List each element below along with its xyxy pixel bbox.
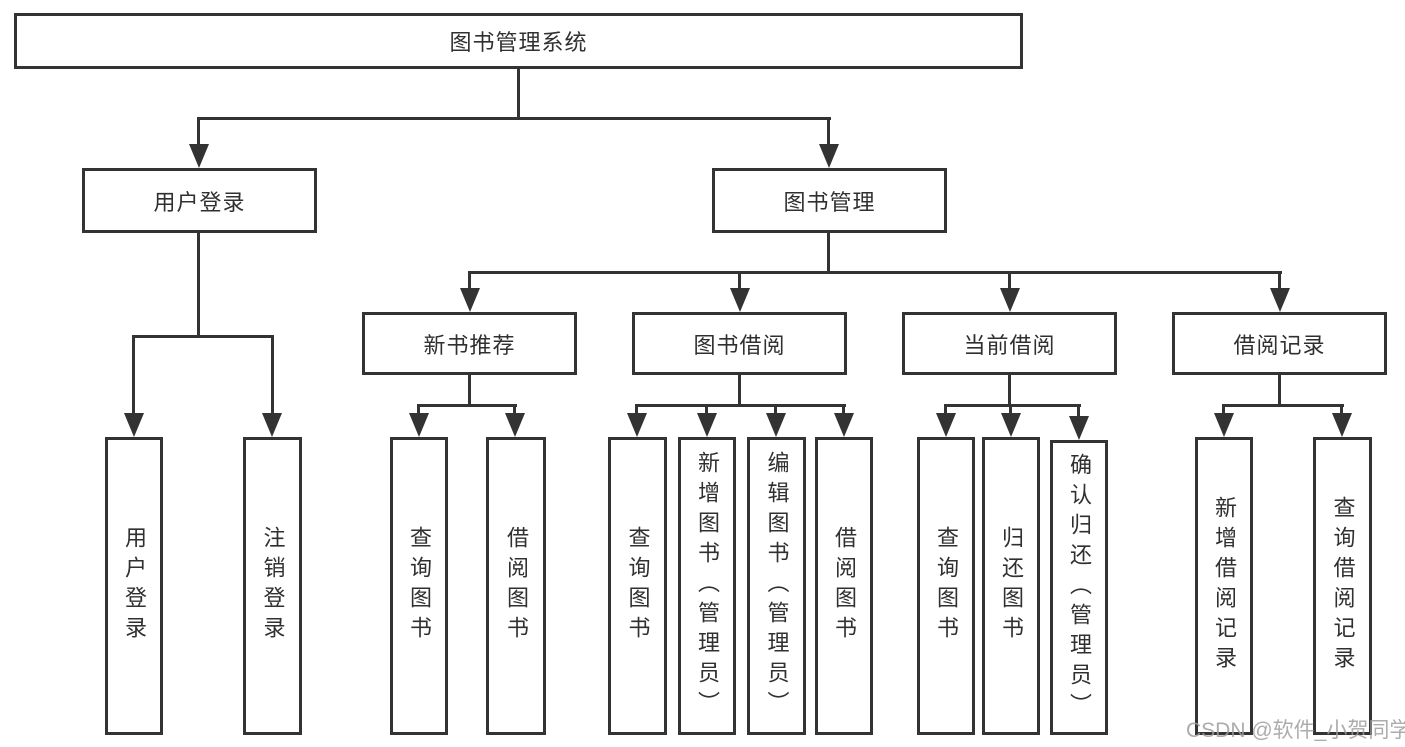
node-label: 用户登录 (122, 526, 147, 646)
connector-line (827, 233, 830, 274)
connector-line (738, 274, 741, 292)
leaf-records-add-record: 新增借阅记录 (1195, 437, 1253, 735)
arrow-down-icon (834, 413, 854, 437)
node-label: 借阅图书 (504, 526, 529, 646)
connector-line (517, 69, 520, 120)
leaf-user-login: 用户登录 (105, 437, 163, 735)
connector-line (1340, 407, 1343, 417)
connector-line (944, 404, 1081, 407)
node-new-book-recommend: 新书推荐 (362, 312, 577, 375)
arrow-down-icon (1069, 416, 1089, 440)
arrow-down-icon (766, 413, 786, 437)
arrow-down-icon (124, 413, 144, 437)
node-borrow-records: 借阅记录 (1172, 312, 1387, 375)
arrow-down-icon (189, 144, 209, 168)
connector-line (468, 271, 1282, 274)
connector-line (468, 375, 471, 407)
arrow-down-icon (409, 413, 429, 437)
connector-line (1222, 404, 1344, 407)
node-book-management: 图书管理 (712, 168, 947, 233)
connector-line (1008, 375, 1011, 407)
connector-line (1278, 375, 1281, 407)
node-book-borrowing: 图书借阅 (632, 312, 847, 375)
node-user-login: 用户登录 (82, 168, 317, 233)
arrow-down-icon (460, 288, 480, 312)
connector-line (197, 120, 200, 148)
connector-line (1009, 407, 1012, 417)
leaf-borrowing-query-books: 查询图书 (608, 437, 667, 735)
leaf-current-confirm-return-admin: 确认归还（管理员） (1050, 440, 1108, 735)
arrow-down-icon (1214, 413, 1234, 437)
connector-line (635, 404, 846, 407)
connector-line (842, 407, 845, 417)
leaf-recommend-borrow-books: 借阅图书 (486, 437, 546, 735)
node-label: 新增借阅记录 (1212, 496, 1237, 676)
leaf-borrowing-borrow-books: 借阅图书 (815, 437, 873, 735)
arrow-down-icon (1270, 288, 1290, 312)
arrow-down-icon (1000, 288, 1020, 312)
arrow-down-icon (819, 144, 839, 168)
connector-line (705, 407, 708, 417)
leaf-recommend-query-books: 查询图书 (390, 437, 448, 735)
node-label: 新书推荐 (423, 332, 516, 358)
connector-line (132, 338, 135, 416)
node-current-borrowing: 当前借阅 (902, 312, 1117, 375)
node-label: 归还图书 (999, 526, 1024, 646)
connector-line (738, 375, 741, 407)
arrow-down-icon (262, 413, 282, 437)
node-label: 查询图书 (934, 526, 959, 646)
arrow-down-icon (1001, 413, 1021, 437)
connector-line (635, 407, 638, 417)
connector-line (417, 404, 517, 407)
connector-line (944, 407, 947, 417)
node-label: 查询图书 (407, 526, 432, 646)
connector-line (774, 407, 777, 417)
csdn-watermark: CSDN @软件_小贺同学 (1186, 719, 1405, 742)
arrow-down-icon (627, 413, 647, 437)
connector-line (271, 338, 274, 416)
connector-line (197, 233, 200, 338)
connector-line (1008, 274, 1011, 292)
node-label: 借阅图书 (832, 526, 857, 646)
leaf-borrowing-add-books-admin: 新增图书（管理员） (678, 437, 736, 735)
leaf-logout: 注销登录 (243, 437, 302, 735)
node-label: 查询借阅记录 (1330, 496, 1356, 676)
arrow-down-icon (697, 413, 717, 437)
node-label: 借阅记录 (1233, 332, 1326, 358)
node-root-system: 图书管理系统 (14, 13, 1023, 69)
node-label: 新增图书（管理员） (695, 451, 720, 721)
node-label: 当前借阅 (963, 332, 1056, 358)
arrow-down-icon (505, 413, 525, 437)
connector-line (1222, 407, 1225, 417)
connector-line (1278, 274, 1281, 292)
node-label: 图书管理系统 (449, 30, 588, 55)
leaf-current-return-books: 归还图书 (982, 437, 1040, 735)
leaf-records-query-record: 查询借阅记录 (1313, 437, 1372, 735)
node-label: 编辑图书（管理员） (764, 451, 790, 721)
leaf-current-query-books: 查询图书 (917, 437, 975, 735)
arrow-down-icon (936, 413, 956, 437)
node-label: 图书借阅 (693, 332, 786, 358)
arrow-down-icon (730, 288, 750, 312)
connector-line (197, 117, 831, 120)
connector-line (827, 120, 830, 148)
connector-line (513, 407, 516, 417)
node-label: 注销登录 (260, 526, 286, 646)
leaf-borrowing-edit-books-admin: 编辑图书（管理员） (747, 437, 806, 735)
node-label: 查询图书 (625, 526, 651, 646)
arrow-down-icon (1332, 413, 1352, 437)
node-label: 确认归还（管理员） (1067, 452, 1092, 723)
node-label: 用户登录 (153, 189, 246, 215)
connector-line (1077, 407, 1080, 419)
node-label: 图书管理 (783, 189, 876, 215)
connector-line (468, 274, 471, 292)
connector-line (132, 335, 274, 338)
connector-line (417, 407, 420, 417)
